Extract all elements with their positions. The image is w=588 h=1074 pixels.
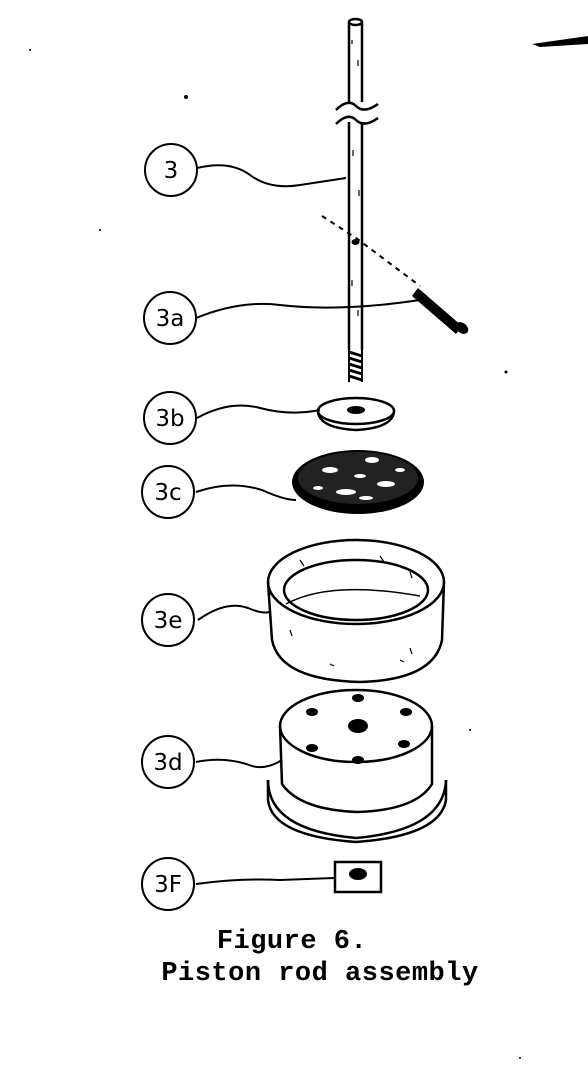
leader-lines [195, 164, 421, 885]
svg-text:3c: 3c [154, 480, 181, 506]
svg-text:3b: 3b [155, 406, 184, 432]
figure-caption-title: Figure 6. [216, 927, 368, 957]
cylinder-sleeve [266, 538, 446, 684]
callout-3f: 3F [141, 857, 195, 911]
callout-3d: 3d [141, 735, 195, 789]
svg-text:3F: 3F [154, 872, 182, 898]
svg-text:3d: 3d [153, 750, 182, 776]
svg-text:3: 3 [164, 158, 179, 184]
stray-dot [184, 95, 188, 99]
pin-dashed-path [321, 215, 421, 287]
callout-3b: 3b [143, 391, 197, 445]
pin [412, 288, 469, 334]
callout-3c: 3c [141, 465, 195, 519]
seal-disk [292, 450, 424, 514]
callout-3: 3 [144, 143, 198, 197]
piston-base-holes [306, 694, 412, 764]
callout-3e: 3e [141, 593, 195, 647]
stray-mark [532, 36, 588, 47]
scan-speckles [29, 49, 521, 1059]
piston-rod [335, 17, 379, 350]
figure-caption-subtitle: Piston rod assembly [161, 959, 479, 989]
piston-base [266, 688, 448, 844]
rod-thread [348, 350, 363, 382]
callout-3a: 3a [143, 291, 197, 345]
svg-text:3e: 3e [154, 608, 183, 634]
square-nut [333, 860, 383, 894]
svg-text:3a: 3a [156, 306, 185, 332]
washer [316, 396, 396, 432]
